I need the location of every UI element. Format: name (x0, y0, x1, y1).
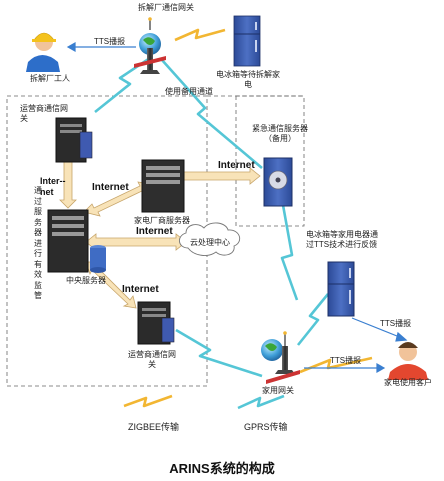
legend-gprs-label: GPRS传输 (244, 422, 288, 432)
dismantle-gateway-label: 拆解厂通信网关 (138, 3, 194, 12)
carrier-gateway-bottom-icon (137, 301, 175, 345)
arrow-fridge-to-customer-head (395, 331, 408, 342)
gprs-link-carrier-home (175, 328, 263, 378)
fridge-feedback-icon (327, 261, 355, 317)
arrow-to-worker-head (66, 41, 76, 53)
worker-icon (26, 32, 60, 72)
carrier-gateway-top-icon (55, 117, 93, 163)
customer-icon (388, 342, 428, 380)
diagram-title: ARINS系统的构成 (169, 461, 275, 476)
customer-label: 家电使用客户 (384, 378, 432, 387)
monitor-text: 通过服务器进行有效监管 (34, 186, 42, 300)
carrier-gateway-bottom-label: 运营商通信网关 (128, 350, 176, 369)
tts-customer-label: TTS播报 (330, 356, 362, 365)
central-server-icon (47, 209, 106, 273)
appliance-server-icon (141, 159, 185, 213)
backup-channel-label: 使用备用通道 (165, 87, 213, 96)
home-gateway-icon (261, 331, 300, 384)
emergency-server-label: 紧急通信服务器（备用） (252, 124, 308, 143)
internet-emergency-label: Internet (218, 160, 255, 171)
cloud-center-label: 云处理中心 (190, 238, 230, 247)
tts-fridge-label: TTS播报 (380, 319, 412, 328)
arrow-to-customer-head (376, 362, 386, 374)
tts-worker-label: TTS播报 (94, 37, 126, 46)
gprs-link-emergency-home (280, 204, 299, 301)
internet-vertical-label: Inter--net (40, 176, 66, 197)
internet-appliance-label: Internet (92, 182, 129, 193)
fridge-feedback-label: 电冰箱等家用电器通过TTS技术进行反馈 (306, 230, 378, 249)
cloud-icon (179, 222, 241, 256)
internet-cloud-label: Internet (136, 226, 173, 237)
dismantle-gateway-icon (134, 17, 166, 74)
worker-label: 拆解厂工人 (30, 74, 70, 83)
internet-carrier-label: Internet (122, 284, 159, 295)
gprs-link-dismantle-carrier (94, 56, 151, 114)
gprs-link-dismantle-emergency (161, 59, 263, 169)
emergency-server-icon (263, 157, 293, 207)
gprs-link-home-fridge (296, 293, 330, 346)
central-server-label: 中央服务器 (66, 276, 106, 285)
carrier-gateway-top-label: 运营商通信网关 (20, 104, 68, 123)
backup-region-box (235, 95, 305, 227)
home-gateway-label: 家用网关 (262, 386, 294, 395)
appliance-server-label: 家电厂商服务器 (134, 216, 190, 225)
arrow-fridge-to-customer (351, 317, 403, 339)
zigbee-link-home-customer (299, 356, 373, 374)
fridge-waiting-icon (233, 15, 261, 67)
legend-zigbee-label: ZIGBEE传输 (128, 422, 180, 432)
zigbee-link-dismantle-fridge (174, 28, 226, 42)
legend-zigbee-bolt (123, 394, 173, 408)
fridge-waiting-label: 电冰箱等待拆解家电 (216, 70, 280, 89)
legend-gprs-bolt (237, 394, 285, 410)
